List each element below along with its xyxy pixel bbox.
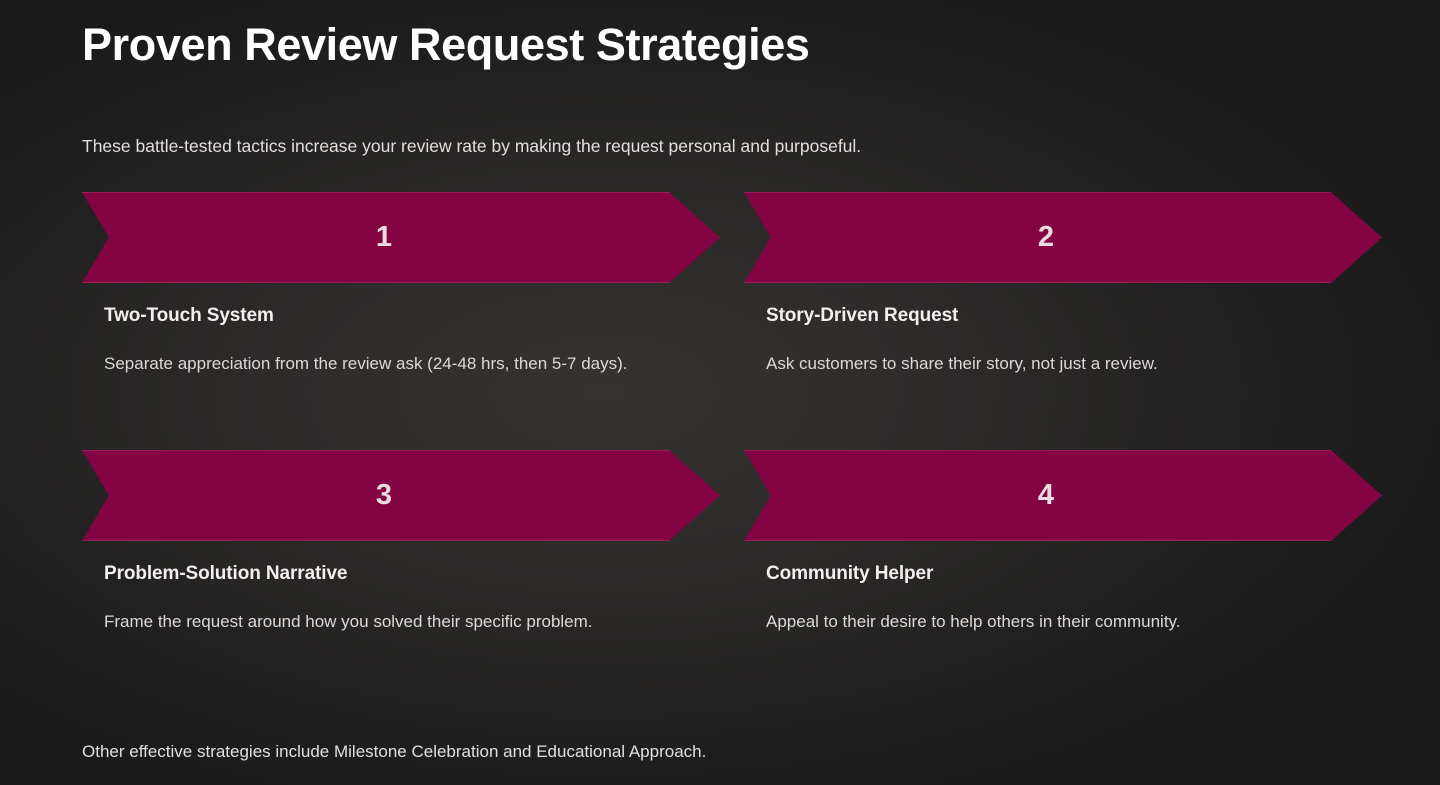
strategy-description-2: Ask customers to share their story, not … — [766, 354, 1158, 373]
strategy-number-4: 4 — [1037, 479, 1055, 511]
strategy-title-2: Story-Driven Request — [766, 305, 959, 326]
strategy-card-3[interactable]: 3 Problem-Solution Narrative Frame the r… — [82, 450, 720, 708]
strategy-body-3: Problem-Solution Narrative Frame the req… — [82, 541, 682, 640]
strategy-row-1: 1 Two-Touch System Separate appreciation… — [82, 192, 1382, 450]
strategy-description-3: Frame the request around how you solved … — [104, 612, 593, 631]
strategy-description-4: Appeal to their desire to help others in… — [766, 612, 1181, 631]
strategy-banner-2: 2 — [744, 192, 1382, 283]
slide-content: Proven Review Request Strategies These b… — [82, 0, 1382, 785]
strategy-grid: 1 Two-Touch System Separate appreciation… — [82, 192, 1382, 708]
footer-note: Other effective strategies include Miles… — [82, 742, 707, 761]
strategy-title-4: Community Helper — [766, 563, 934, 584]
strategy-body-4: Community Helper Appeal to their desire … — [744, 541, 1344, 640]
strategy-title-1: Two-Touch System — [104, 305, 274, 326]
strategy-number-3: 3 — [375, 479, 393, 511]
page-subtitle: These battle-tested tactics increase you… — [82, 136, 862, 156]
strategy-body-1: Two-Touch System Separate appreciation f… — [82, 283, 682, 382]
strategy-card-4[interactable]: 4 Community Helper Appeal to their desir… — [744, 450, 1382, 708]
page-title: Proven Review Request Strategies — [82, 19, 810, 70]
strategy-body-2: Story-Driven Request Ask customers to sh… — [744, 283, 1344, 382]
strategy-card-1[interactable]: 1 Two-Touch System Separate appreciation… — [82, 192, 720, 450]
strategy-title-3: Problem-Solution Narrative — [104, 563, 348, 584]
strategy-card-2[interactable]: 2 Story-Driven Request Ask customers to … — [744, 192, 1382, 450]
strategy-number-2: 2 — [1037, 221, 1055, 253]
strategy-description-1: Separate appreciation from the review as… — [104, 354, 628, 373]
strategy-banner-3: 3 — [82, 450, 720, 541]
strategy-banner-1: 1 — [82, 192, 720, 283]
strategy-banner-4: 4 — [744, 450, 1382, 541]
strategy-row-2: 3 Problem-Solution Narrative Frame the r… — [82, 450, 1382, 708]
strategy-number-1: 1 — [375, 221, 393, 253]
